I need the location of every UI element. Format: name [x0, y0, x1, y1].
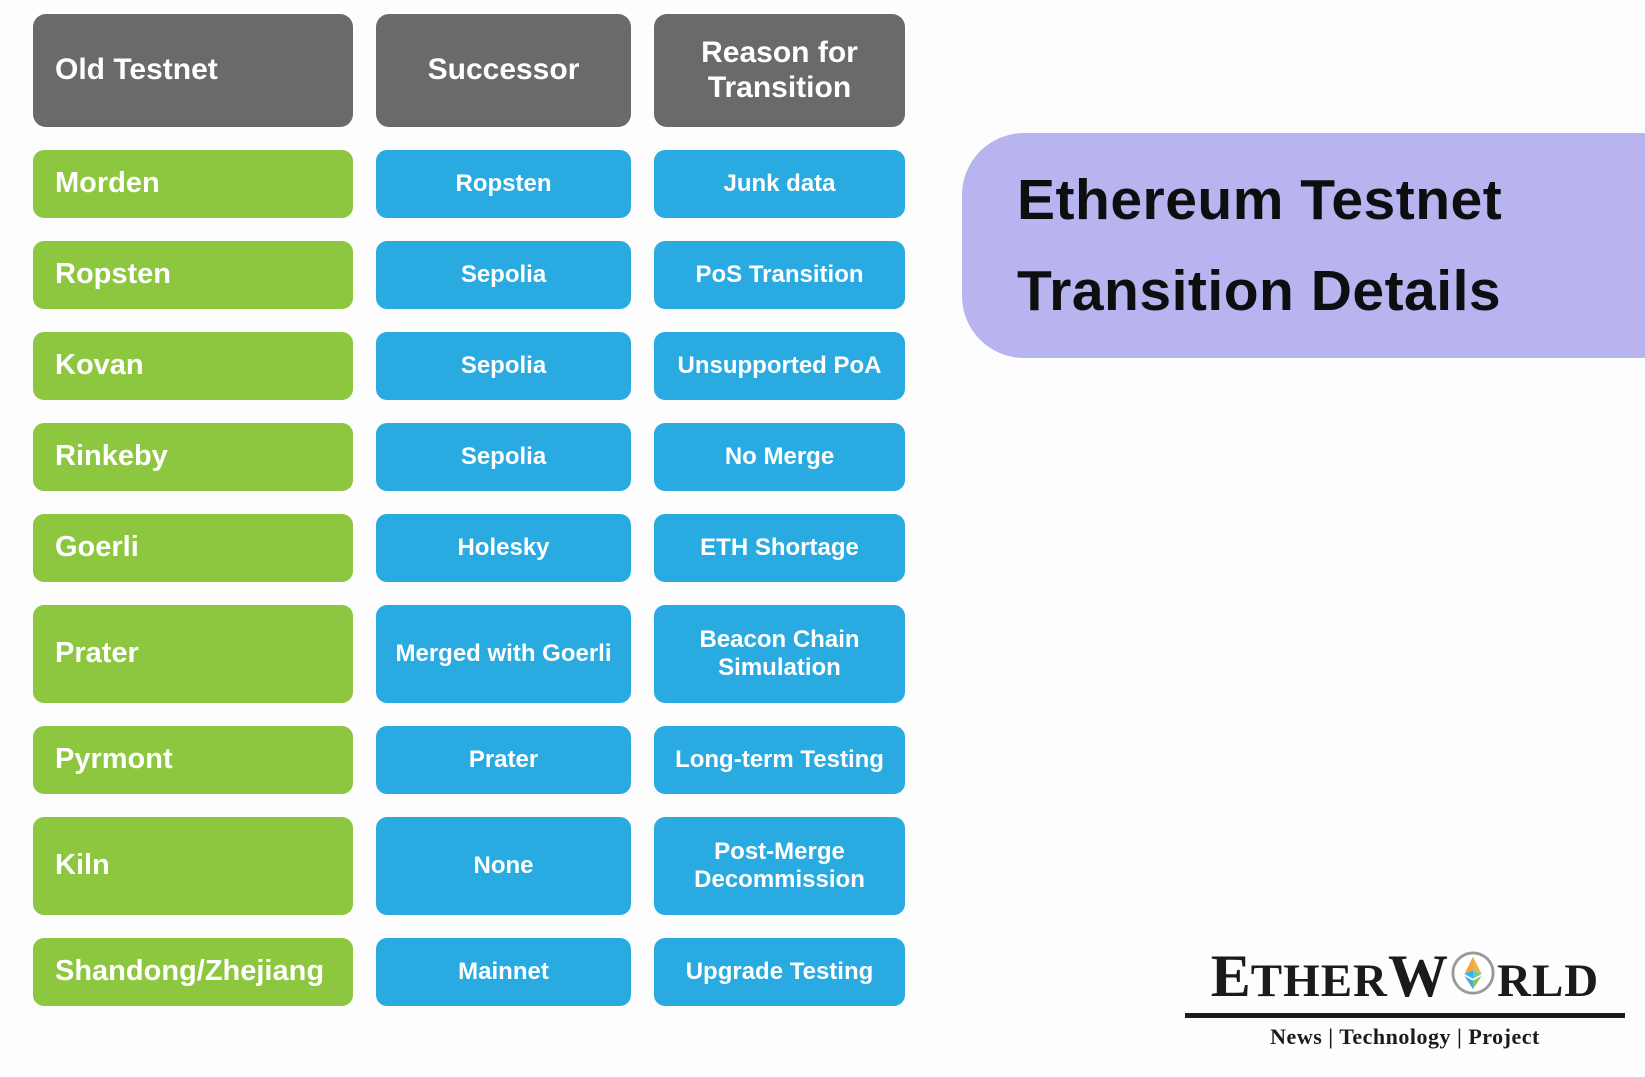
old-testnet-cell: Shandong/Zhejiang — [33, 938, 353, 1006]
globe-with-eth-diamond-icon — [1450, 950, 1496, 1001]
successor-cell: Sepolia — [376, 423, 631, 491]
logo-letters: THER — [1250, 955, 1388, 1007]
old-testnet-cell: Prater — [33, 605, 353, 703]
successor-cell: Sepolia — [376, 332, 631, 400]
successor-cell: None — [376, 817, 631, 915]
header-successor: Successor — [376, 14, 631, 127]
old-testnet-cell: Kovan — [33, 332, 353, 400]
logo-underline — [1185, 1013, 1625, 1018]
old-testnet-cell: Kiln — [33, 817, 353, 915]
page-title-line1: Ethereum Testnet — [1017, 167, 1503, 232]
old-testnet-cell: Rinkeby — [33, 423, 353, 491]
title-banner: Ethereum Testnet Transition Details — [962, 133, 1645, 358]
successor-cell: Prater — [376, 726, 631, 794]
successor-cell: Ropsten — [376, 150, 631, 218]
successor-cell: Sepolia — [376, 241, 631, 309]
successor-cell: Holesky — [376, 514, 631, 582]
reason-cell: No Merge — [654, 423, 905, 491]
old-testnet-cell: Morden — [33, 150, 353, 218]
logo-letter: E — [1210, 943, 1251, 1009]
etherworld-wordmark: E THER W RLD — [1211, 942, 1599, 1011]
old-testnet-cell: Goerli — [33, 514, 353, 582]
header-reason: Reason for Transition — [654, 14, 905, 127]
logo-letters: RLD — [1497, 955, 1600, 1007]
old-testnet-cell: Pyrmont — [33, 726, 353, 794]
successor-cell: Mainnet — [376, 938, 631, 1006]
logo-letter: W — [1388, 943, 1448, 1009]
reason-cell: Upgrade Testing — [654, 938, 905, 1006]
etherworld-logo: E THER W RLD News | Technology | Project — [1180, 942, 1630, 1050]
logo-tagline: News | Technology | Project — [1270, 1024, 1540, 1049]
reason-cell: PoS Transition — [654, 241, 905, 309]
reason-cell: ETH Shortage — [654, 514, 905, 582]
reason-cell: Junk data — [654, 150, 905, 218]
reason-cell: Long-term Testing — [654, 726, 905, 794]
reason-cell: Post-Merge Decommission — [654, 817, 905, 915]
testnet-transition-table: Old Testnet Successor Reason for Transit… — [33, 14, 905, 1006]
successor-cell: Merged with Goerli — [376, 605, 631, 703]
reason-cell: Beacon Chain Simulation — [654, 605, 905, 703]
header-old-testnet: Old Testnet — [33, 14, 353, 127]
reason-cell: Unsupported PoA — [654, 332, 905, 400]
page-title-line2: Transition Details — [1017, 258, 1502, 323]
old-testnet-cell: Ropsten — [33, 241, 353, 309]
